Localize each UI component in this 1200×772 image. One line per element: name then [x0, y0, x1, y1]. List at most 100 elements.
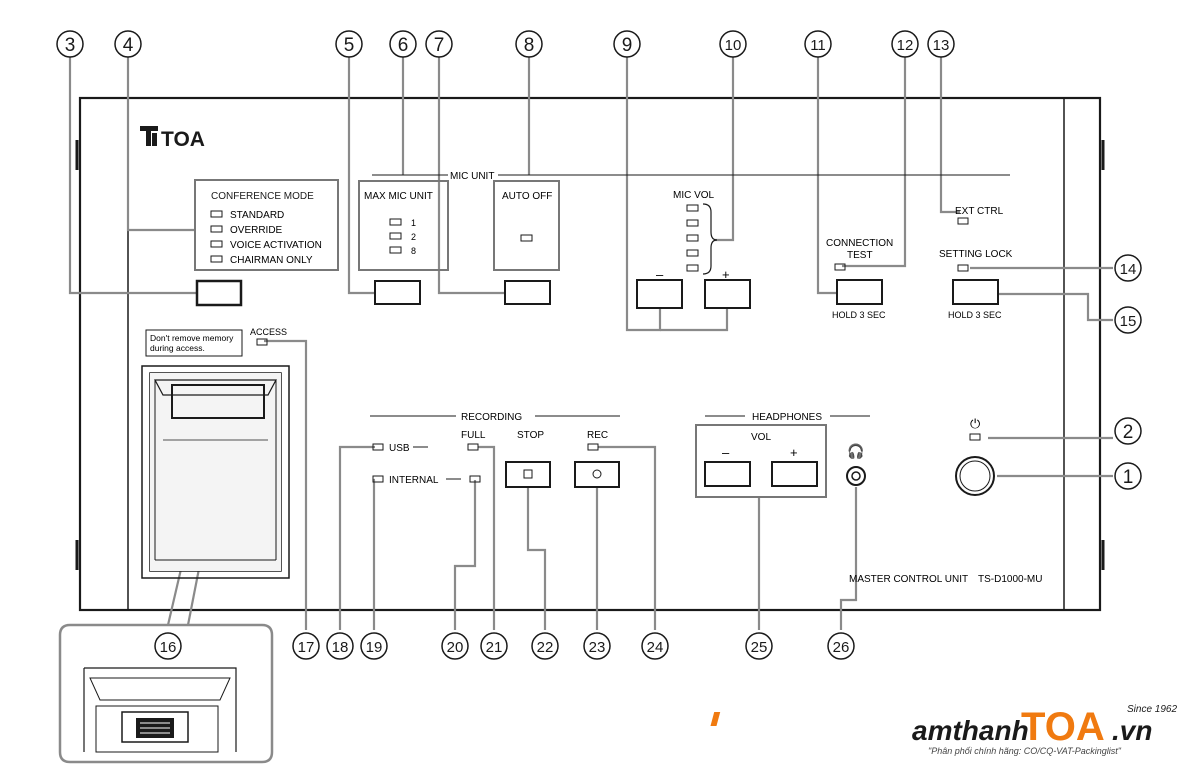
- stop-button[interactable]: [505, 461, 551, 488]
- mic-vol-plus-label: +: [722, 267, 730, 282]
- label-voice-activation: VOICE ACTIVATION: [230, 240, 322, 251]
- test-label: TEST: [847, 250, 873, 261]
- callout-23: 23: [583, 632, 611, 660]
- callout-1: 1: [1114, 462, 1142, 490]
- mic-unit-section: MIC UNIT MAX MIC UNIT 1 2 8 AUTO OFF: [358, 171, 1010, 271]
- callout-19: 19: [360, 632, 388, 660]
- headphone-icon: 🎧: [847, 443, 864, 460]
- rec-button[interactable]: [574, 461, 620, 488]
- svg-text:22: 22: [537, 639, 554, 656]
- conference-mode-panel: CONFERENCE MODE STANDARD OVERRIDE VOICE …: [194, 179, 339, 271]
- led-full: [467, 443, 479, 451]
- memory-slot-inset: [58, 623, 274, 764]
- svg-text:3: 3: [65, 35, 76, 56]
- led-vol-1: [686, 204, 699, 212]
- recording-section: RECORDING USB INTERNAL FULL STOP REC: [370, 412, 620, 486]
- callout-16: 16: [154, 632, 182, 660]
- watermark-prefix: amthanh: [912, 715, 1029, 746]
- svg-text:6: 6: [398, 35, 409, 56]
- stop-icon: [523, 469, 533, 479]
- led-chairman-only: [210, 255, 223, 263]
- svg-text:16: 16: [160, 639, 177, 656]
- mic-vol-section: MIC VOL – +: [656, 190, 730, 282]
- svg-text:14: 14: [1120, 261, 1137, 278]
- device-body: [75, 96, 1105, 612]
- led-max-1: [389, 218, 402, 226]
- headphones-section: HEADPHONES VOL – + 🎧: [695, 412, 870, 498]
- svg-text:17: 17: [298, 639, 315, 656]
- callout-7: 7: [425, 30, 453, 58]
- headphones-label: HEADPHONES: [752, 412, 822, 423]
- memory-note-line2: during access.: [150, 343, 205, 353]
- svg-text:12: 12: [897, 37, 914, 54]
- callout-6: 6: [389, 30, 417, 58]
- headphone-jack[interactable]: [846, 466, 866, 486]
- led-auto-off: [520, 234, 533, 242]
- connection-test-button[interactable]: [836, 279, 883, 305]
- led-voice-activation: [210, 240, 223, 248]
- callout-4: 4: [114, 30, 142, 58]
- setting-lock-button[interactable]: [952, 279, 999, 305]
- callout-21: 21: [480, 632, 508, 660]
- ext-ctrl-label: EXT CTRL: [955, 206, 1004, 217]
- watermark-tagline: "Phân phối chính hãng: CO/CQ-VAT-Packing…: [928, 746, 1122, 756]
- led-vol-3: [686, 234, 699, 242]
- callout-12: 12: [891, 30, 919, 58]
- conference-mode-button[interactable]: [195, 279, 243, 307]
- auto-off-button[interactable]: [504, 280, 551, 305]
- led-internal-right: [469, 475, 481, 483]
- mic-vol-up-button[interactable]: [704, 279, 751, 309]
- led-vol-5: [686, 264, 699, 272]
- max-opt-1: 1: [411, 218, 416, 228]
- svg-text:9: 9: [622, 35, 633, 56]
- led-max-8: [389, 246, 402, 254]
- led-ext-ctrl: [957, 217, 969, 225]
- svg-text:25: 25: [751, 639, 768, 656]
- led-connection-test: [834, 263, 846, 271]
- callout-25: 25: [745, 632, 773, 660]
- callout-18: 18: [326, 632, 354, 660]
- label-override: OVERRIDE: [230, 225, 283, 236]
- headphone-vol-up-button[interactable]: [771, 461, 818, 487]
- svg-text:11: 11: [810, 37, 826, 54]
- label-standard: STANDARD: [230, 210, 284, 221]
- power-icon: ⏻: [970, 416, 980, 431]
- svg-text:7: 7: [434, 35, 445, 56]
- max-mic-unit-button[interactable]: [374, 280, 421, 305]
- svg-text:13: 13: [933, 37, 950, 54]
- svg-text:24: 24: [647, 639, 664, 656]
- headphone-vol-minus-label: –: [722, 445, 730, 460]
- stop-label: STOP: [517, 430, 544, 441]
- led-usb: [372, 443, 384, 451]
- mic-vol-down-button[interactable]: [636, 279, 683, 309]
- headphone-vol-plus-label: +: [790, 445, 798, 460]
- svg-text:15: 15: [1120, 313, 1137, 330]
- svg-text:8: 8: [524, 35, 535, 56]
- power-button[interactable]: [955, 456, 995, 496]
- access-label: ACCESS: [250, 327, 287, 337]
- max-opt-8: 8: [411, 246, 416, 256]
- mic-vol-minus-label: –: [656, 267, 664, 282]
- right-control-labels: EXT CTRL CONNECTION TEST HOLD 3 SEC SETT…: [826, 206, 1013, 320]
- led-vol-4: [686, 249, 699, 257]
- toa-logo: TOA: [140, 126, 205, 151]
- auto-off-label: AUTO OFF: [502, 191, 552, 202]
- max-opt-2: 2: [411, 232, 416, 242]
- led-setting-lock: [957, 264, 969, 272]
- full-label: FULL: [461, 430, 486, 441]
- watermark-since: Since 1962: [1127, 704, 1177, 715]
- callout-9: 9: [613, 30, 641, 58]
- memory-area: Don't remove memory during access. ACCES…: [141, 327, 290, 579]
- memory-card-slot[interactable]: [171, 384, 265, 419]
- svg-text:21: 21: [486, 639, 503, 656]
- max-mic-unit-label: MAX MIC UNIT: [364, 191, 433, 202]
- led-power: [969, 433, 981, 441]
- label-chairman-only: CHAIRMAN ONLY: [230, 255, 313, 266]
- callout-22: 22: [531, 632, 559, 660]
- connection-label: CONNECTION: [826, 238, 893, 249]
- led-standard: [210, 210, 223, 218]
- callout-2: 2: [1114, 417, 1142, 445]
- headphone-vol-down-button[interactable]: [704, 461, 751, 487]
- svg-text:4: 4: [123, 35, 134, 56]
- svg-text:10: 10: [725, 37, 742, 54]
